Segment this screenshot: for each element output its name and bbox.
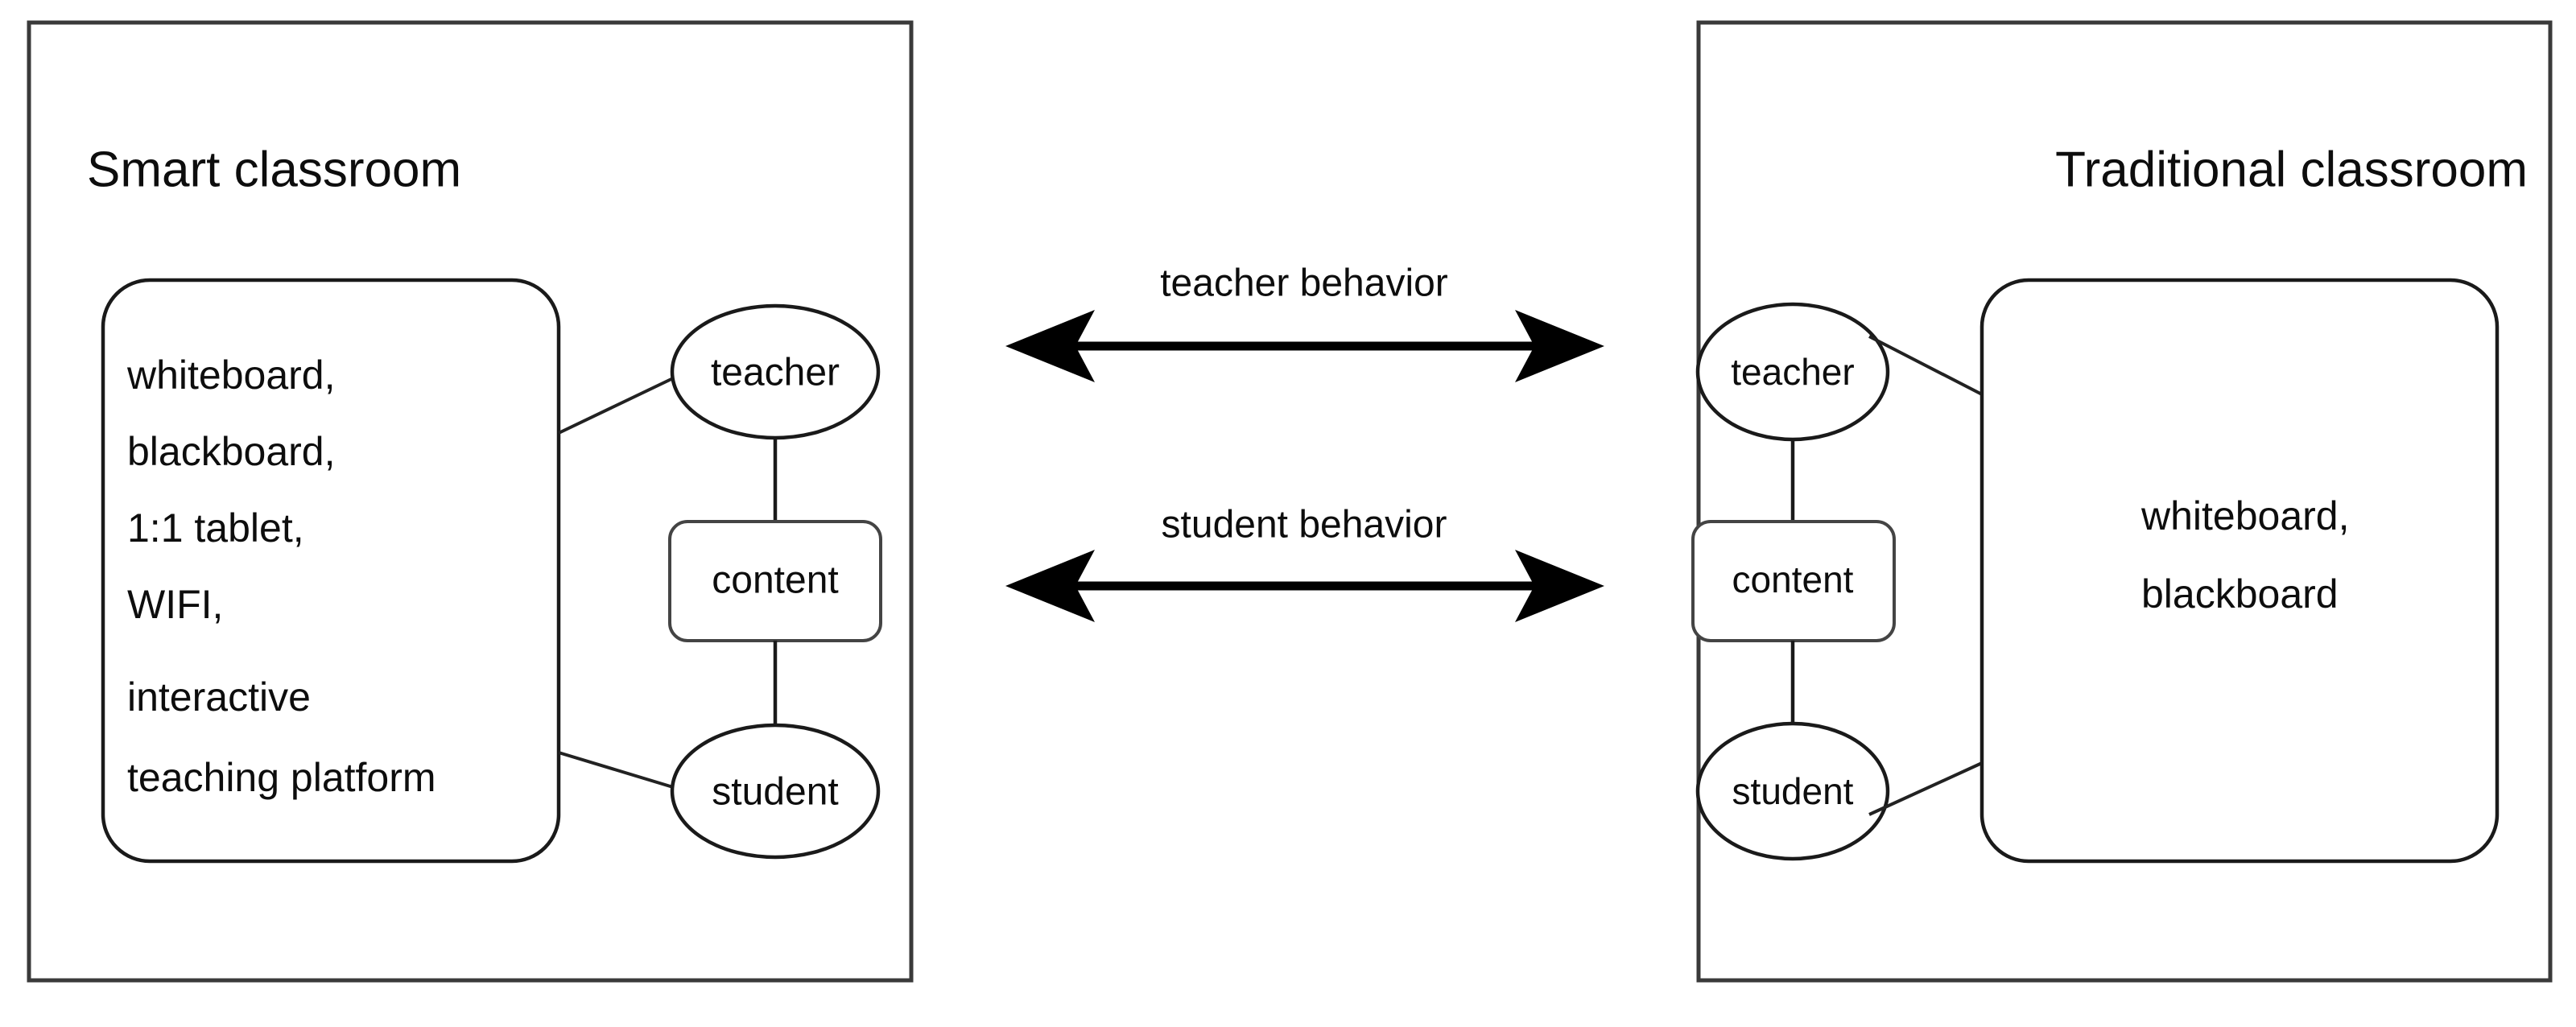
node-content-right-label: content	[1732, 559, 1854, 600]
arrow-head-right-icon	[1515, 550, 1604, 622]
node-student-left-label: student	[712, 771, 838, 814]
double-arrow-student-behavior	[1005, 550, 1604, 622]
node-student-right	[1695, 721, 1890, 861]
connector-equipment-teacher-left	[558, 377, 674, 435]
equipment-line: WIFI,	[127, 582, 223, 627]
equipment-line: blackboard	[2141, 571, 2339, 617]
page-title-smart-classroom: Smart classroom	[87, 142, 461, 197]
equipment-box-traditional	[1979, 278, 2500, 864]
arrow-head-right-icon	[1515, 310, 1604, 382]
arrow-head-left-icon	[1005, 310, 1095, 382]
connector-label-student-behavior: student behavior	[1162, 504, 1447, 546]
equipment-line: 1:1 tablet,	[127, 505, 304, 551]
page-title-traditional-classroom: Traditional classroom	[2055, 142, 2528, 197]
node-student-left	[670, 723, 881, 860]
double-arrow-teacher-behavior	[1005, 310, 1604, 382]
equipment-line: blackboard,	[127, 429, 336, 474]
connector-label-teacher-behavior: teacher behavior	[1160, 262, 1448, 305]
equipment-line: whiteboard,	[2140, 493, 2350, 538]
arrow-head-left-icon	[1005, 550, 1095, 622]
connector-teacher-equipment-right	[1868, 335, 1983, 396]
equipment-box-smart	[101, 278, 561, 864]
node-teacher-right-label: teacher	[1731, 351, 1854, 393]
node-student-right-label: student	[1732, 770, 1854, 812]
equipment-line: teaching platform	[127, 755, 436, 800]
equipment-line: whiteboard,	[126, 353, 336, 398]
connector-student-equipment-right	[1868, 761, 1983, 816]
node-content-left-label: content	[712, 559, 838, 602]
connector-equipment-student-left	[558, 751, 674, 789]
equipment-line: interactive	[127, 674, 311, 720]
node-teacher-left-label: teacher	[711, 352, 840, 394]
